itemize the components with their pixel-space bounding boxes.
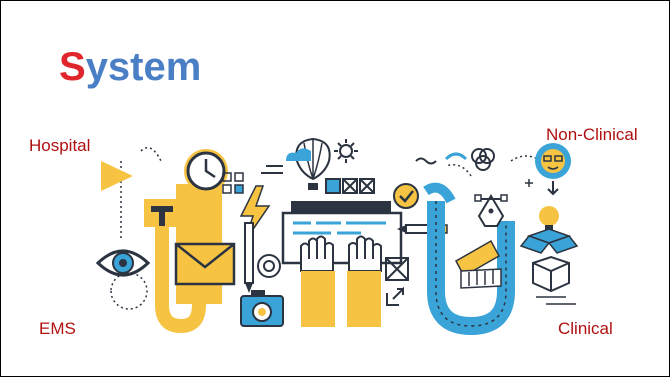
lightning-icon — [239, 185, 271, 242]
sun-icon — [334, 139, 358, 163]
label-hospital: Hospital — [29, 136, 91, 155]
title-rest: ystem — [85, 45, 202, 89]
blue-pipe — [423, 182, 515, 336]
venn-icon — [471, 148, 495, 171]
envelope-icon — [174, 242, 236, 286]
color-swatch-icon — [454, 239, 502, 289]
checkmark-icon — [393, 183, 419, 209]
label-clinical: Clinical — [558, 319, 613, 338]
slide-title: System — [59, 47, 201, 87]
yellow-pipe — [144, 199, 206, 334]
hot-air-balloon-icon — [295, 137, 331, 190]
target-icon — [257, 254, 281, 278]
lightbulb-icon — [539, 206, 559, 231]
label-non-clinical: Non-Clinical — [546, 125, 638, 144]
person-avatar-icon — [535, 143, 571, 196]
checkbox-row — [325, 178, 375, 194]
play-triangle-icon — [101, 161, 133, 191]
box-icon — [519, 228, 579, 293]
grid-icon — [222, 172, 244, 194]
hands-keyboard-icon — [300, 235, 382, 327]
label-ems: EMS — [39, 319, 76, 338]
pencil-vertical-icon — [244, 222, 254, 293]
eye-icon — [95, 249, 151, 277]
cloud-icon — [286, 148, 311, 161]
title-first-letter: S — [59, 45, 86, 89]
camera-icon — [240, 290, 284, 327]
pen-tool-icon — [474, 194, 508, 227]
crossed-box-icon — [385, 257, 409, 306]
